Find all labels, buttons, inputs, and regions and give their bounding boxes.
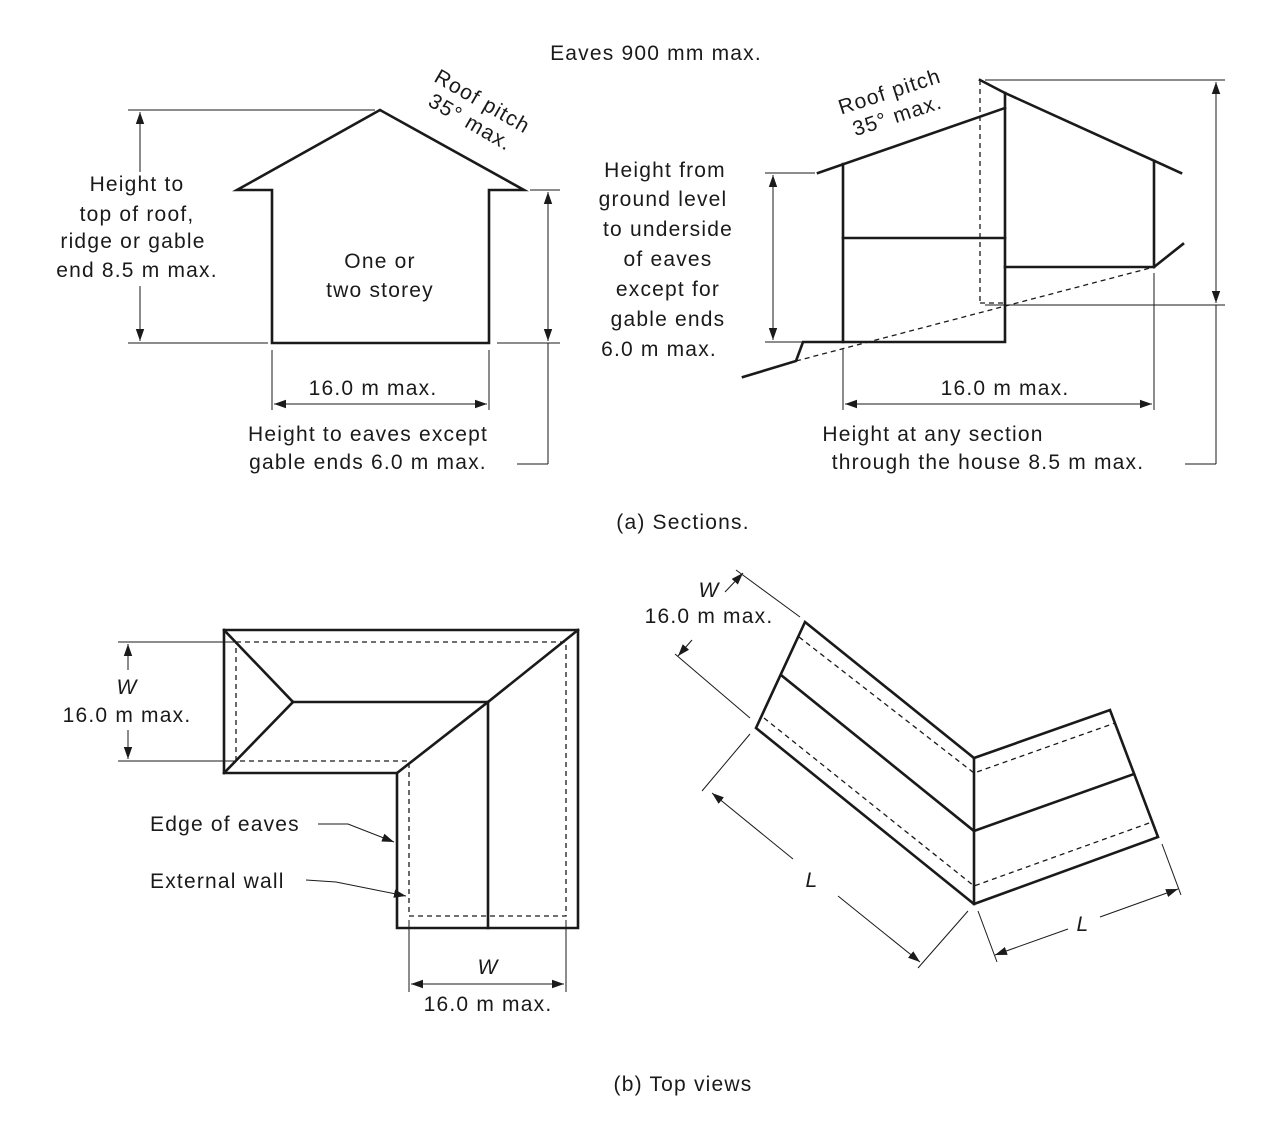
svg-text:Height at any section: Height at any section: [822, 423, 1043, 446]
right-height-underside-dimension: [765, 172, 815, 343]
svg-text:of eaves: of eaves: [624, 248, 713, 271]
svg-text:ground level: ground level: [599, 188, 728, 211]
svg-text:top of roof,: top of roof,: [80, 203, 195, 226]
left-w-dimension: [118, 641, 234, 762]
left-w-symbol: W: [116, 676, 138, 699]
left-w-value: 16.0 m max.: [63, 704, 192, 727]
svg-text:ridge or gable: ridge or gable: [60, 230, 205, 253]
external-wall-leader: External wall: [150, 870, 407, 898]
left-eaves-height-label: Height to eaves except gable ends 6.0 m …: [248, 423, 488, 474]
left-height-top-label: Height to top of roof, ridge or gable en…: [56, 173, 218, 282]
right-l-right-symbol: L: [1077, 913, 1090, 936]
right-section-height-label: Height at any section through the house …: [822, 423, 1145, 474]
svg-text:One or: One or: [344, 250, 415, 273]
svg-text:gable ends: gable ends: [611, 308, 726, 331]
left-width-label: 16.0 m max.: [309, 377, 438, 400]
right-width-label: 16.0 m max.: [941, 377, 1070, 400]
left-height-top-dimension: [128, 109, 375, 344]
left-top-view-plan: [222, 628, 580, 930]
left-roof-pitch-label: Roof pitch 35° max.: [424, 65, 534, 156]
svg-text:External wall: External wall: [150, 870, 285, 893]
svg-text:two storey: two storey: [326, 279, 434, 302]
right-w-value: 16.0 m max.: [645, 605, 774, 628]
sections-caption: (a) Sections.: [616, 511, 749, 534]
right-section-height-dimension: [985, 79, 1225, 465]
right-top-view-plan: [754, 619, 1160, 906]
bottom-w-dimension: [408, 920, 567, 992]
right-width-dimension: [842, 273, 1155, 410]
svg-text:Height to eaves except: Height to eaves except: [248, 423, 488, 446]
right-l-right-dimension: [977, 843, 1182, 963]
bottom-w-value: 16.0 m max.: [424, 993, 553, 1016]
svg-text:Height from: Height from: [604, 159, 726, 182]
svg-text:to underside: to underside: [603, 218, 733, 241]
right-l-left-dimension: [701, 733, 969, 969]
left-eaves-height-dimension: [497, 189, 560, 465]
right-height-underside-label: Height from ground level to underside of…: [599, 159, 733, 361]
right-w-symbol: W: [698, 579, 720, 602]
left-section-house: [232, 108, 530, 345]
right-w-dimension: [674, 569, 801, 719]
svg-text:through the house 8.5 m max.: through the house 8.5 m max.: [832, 451, 1145, 474]
storey-label: One or two storey: [326, 250, 434, 302]
eaves-note: Eaves 900 mm max.: [550, 42, 762, 65]
svg-text:gable ends 6.0 m max.: gable ends 6.0 m max.: [249, 451, 487, 474]
svg-text:end 8.5 m max.: end 8.5 m max.: [56, 259, 218, 282]
svg-text:Height to: Height to: [90, 173, 185, 196]
right-l-left-symbol: L: [806, 869, 819, 892]
right-section-house: [741, 78, 1185, 379]
edge-of-eaves-leader: Edge of eaves: [150, 813, 395, 843]
left-width-dimension: [271, 350, 490, 410]
svg-text:except for: except for: [616, 278, 720, 301]
svg-text:Edge of eaves: Edge of eaves: [150, 813, 300, 836]
top-views-caption: (b) Top views: [614, 1073, 753, 1096]
bottom-w-symbol: W: [477, 956, 499, 979]
svg-text:6.0 m max.: 6.0 m max.: [601, 338, 717, 361]
